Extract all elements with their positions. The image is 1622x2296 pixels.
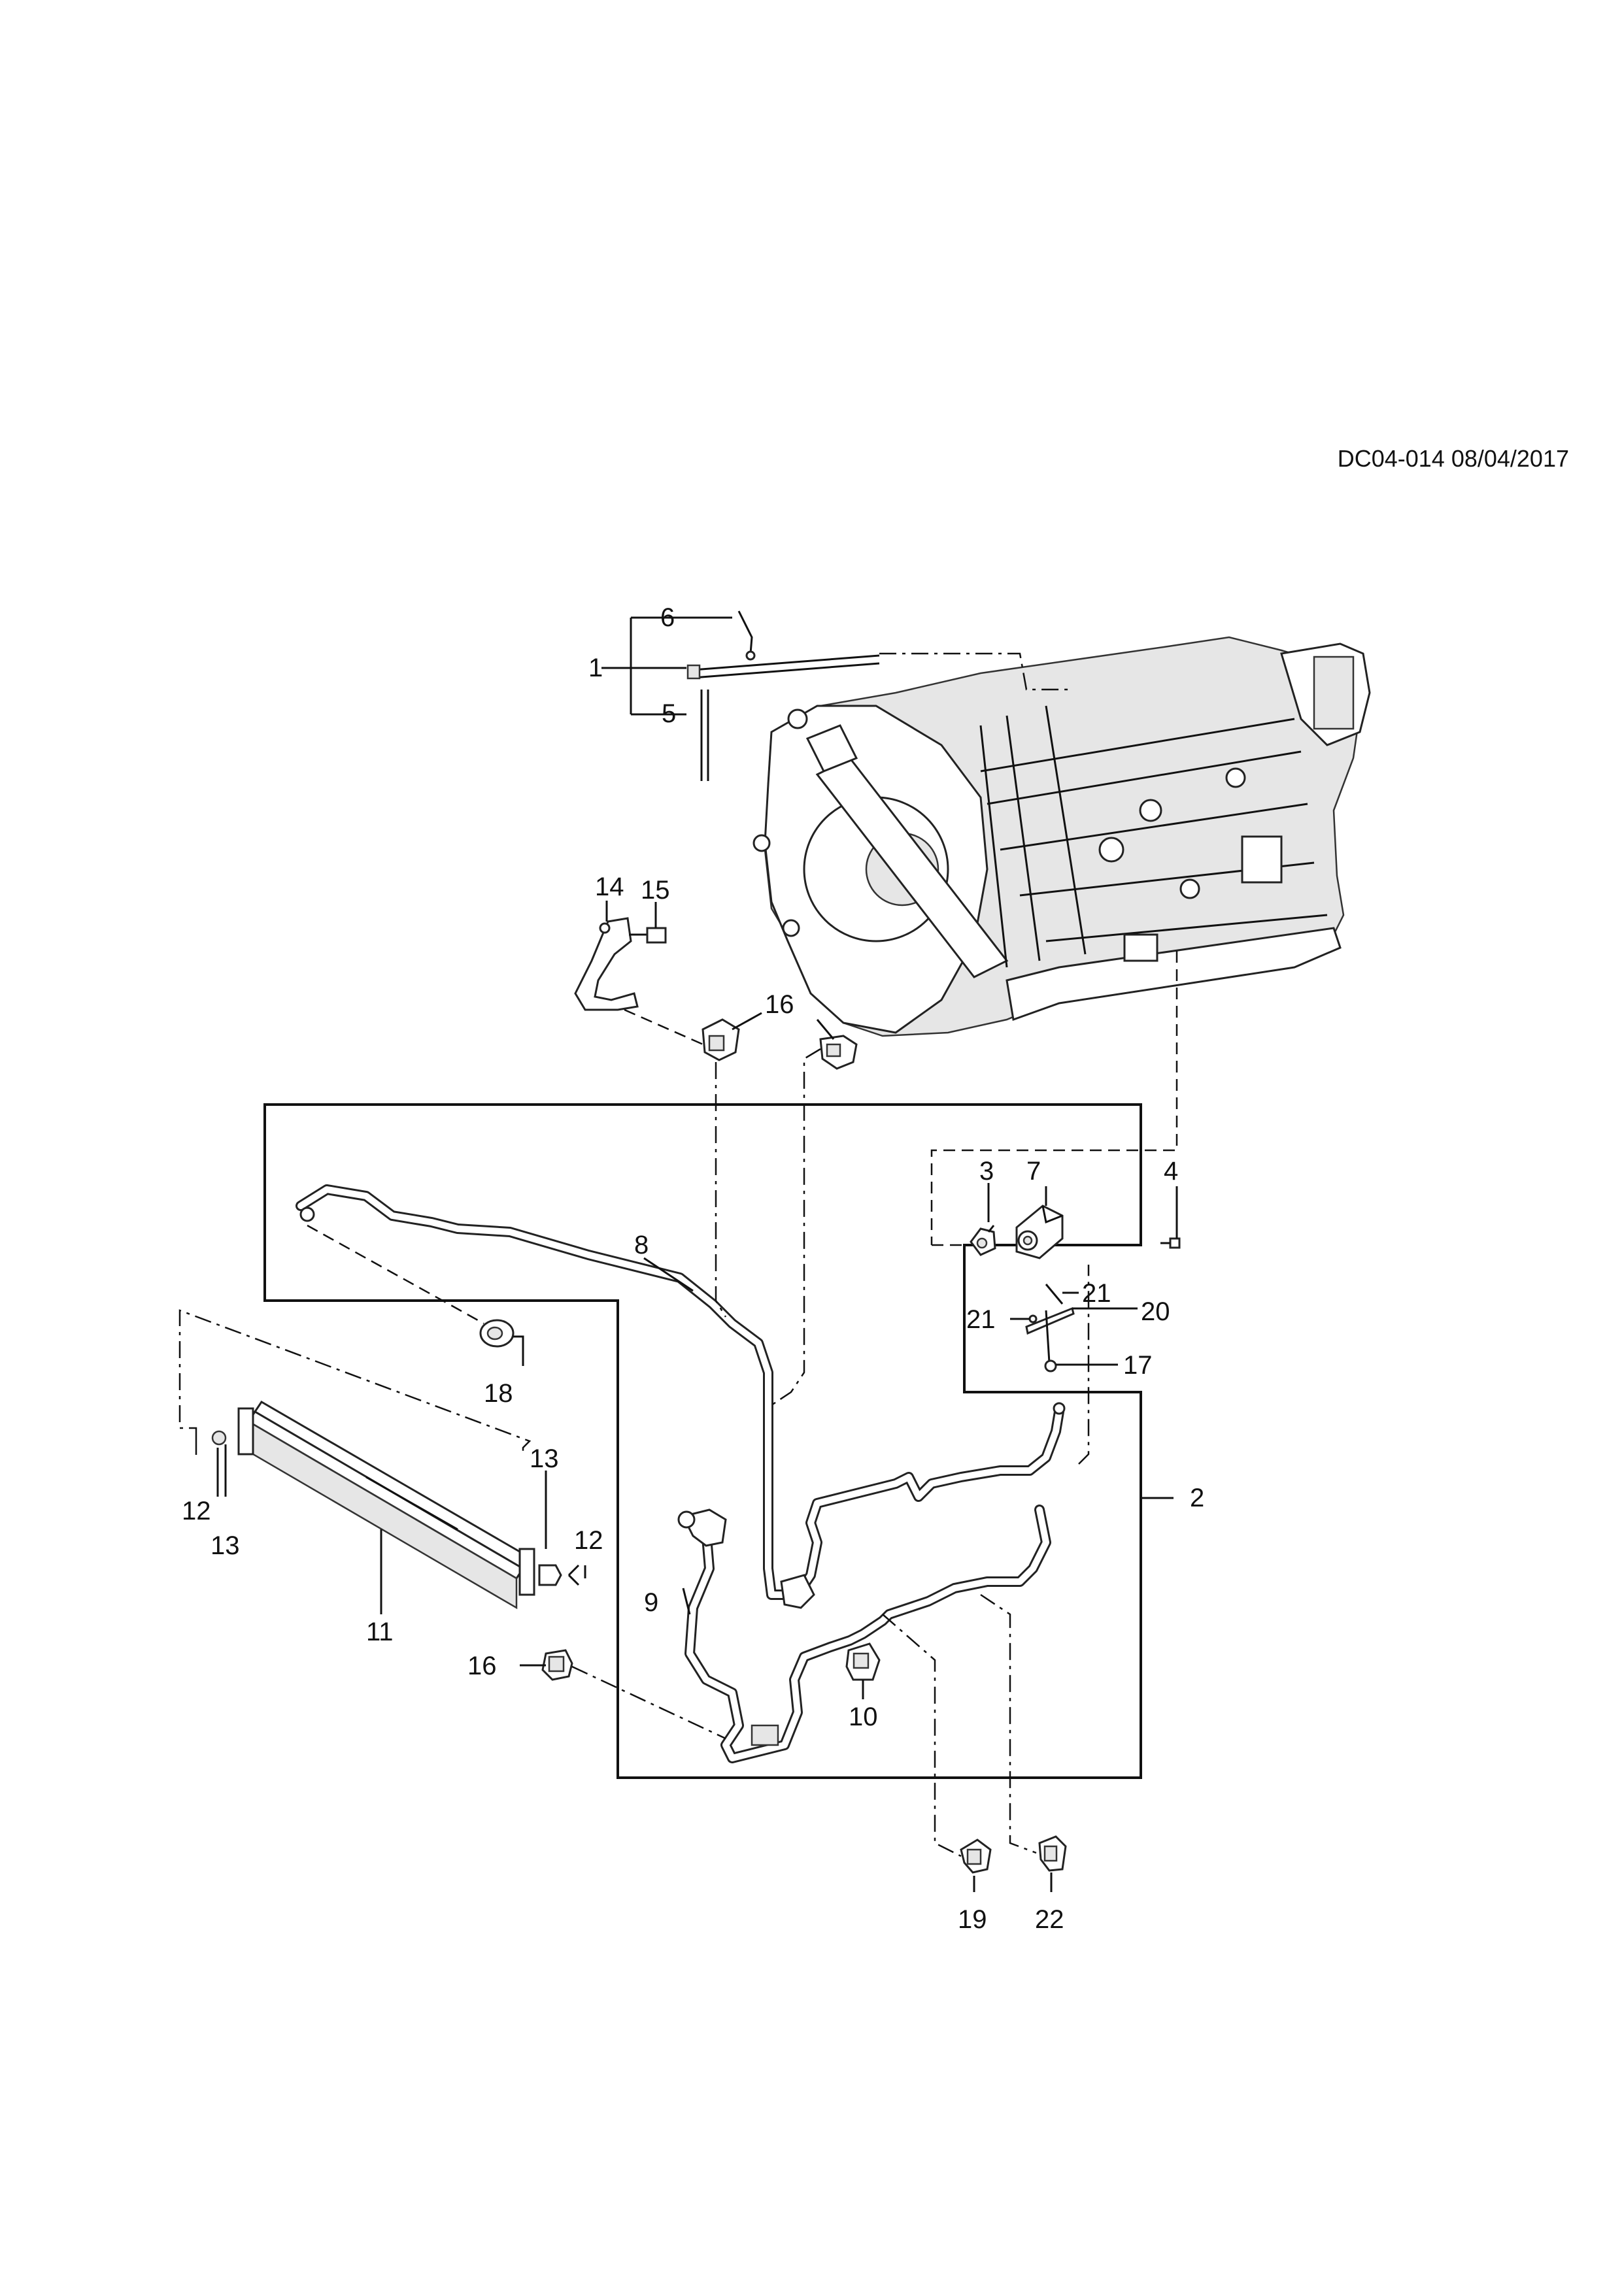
oil-cooler-11 bbox=[178, 1309, 580, 1610]
clip-10 bbox=[845, 1642, 881, 1699]
callout-22: 22 bbox=[1035, 1905, 1064, 1934]
callout-3: 3 bbox=[979, 1157, 994, 1186]
dipstick-group bbox=[601, 610, 1072, 781]
callout-10: 10 bbox=[849, 1703, 878, 1731]
cooler-tube-upper bbox=[780, 1402, 1066, 1609]
clips-16-top bbox=[701, 1012, 858, 1070]
callout-16-top: 16 bbox=[765, 990, 794, 1019]
callout-17: 17 bbox=[1123, 1351, 1153, 1380]
clip-16-lower bbox=[520, 1649, 726, 1740]
callout-2: 2 bbox=[1190, 1484, 1204, 1512]
callout-21-left: 21 bbox=[966, 1305, 996, 1334]
callout-5: 5 bbox=[662, 699, 676, 728]
callout-19: 19 bbox=[958, 1905, 987, 1934]
document-id-date: DC04-014 08/04/2017 bbox=[1337, 445, 1569, 472]
seal-18 bbox=[307, 1224, 524, 1366]
leader-clip16b-to-tube bbox=[771, 1048, 821, 1406]
leader-clip16-to-tube8 bbox=[715, 1062, 727, 1318]
leader-20-to-tube bbox=[1078, 1265, 1090, 1465]
callout-16-lower: 16 bbox=[467, 1652, 497, 1680]
sub-group-3-7-leader bbox=[930, 951, 1178, 1245]
callout-15: 15 bbox=[641, 876, 670, 905]
callout-9: 9 bbox=[644, 1588, 658, 1617]
callout-7: 7 bbox=[1026, 1157, 1041, 1186]
bracket-14-group bbox=[574, 901, 707, 1047]
bracket-group-17-20-21 bbox=[1010, 1284, 1138, 1373]
transmission-assembly bbox=[752, 636, 1371, 1037]
assembly-2-boundary bbox=[263, 1103, 1142, 1779]
callout-leaders bbox=[216, 1183, 1178, 1615]
callout-labels: 1 2 3 4 5 6 7 8 9 10 11 12 12 13 13 14 1… bbox=[182, 603, 1204, 1934]
callout-13-right: 13 bbox=[530, 1444, 559, 1473]
clips-19-22 bbox=[882, 1593, 1067, 1892]
callout-20: 20 bbox=[1141, 1297, 1170, 1326]
fitting-group-3-7-4 bbox=[970, 1205, 1181, 1259]
callout-11: 11 bbox=[366, 1618, 394, 1646]
callout-8: 8 bbox=[634, 1231, 649, 1259]
callout-4: 4 bbox=[1164, 1157, 1178, 1186]
callout-14: 14 bbox=[595, 873, 624, 901]
callout-21-top: 21 bbox=[1082, 1279, 1111, 1308]
callout-13-left: 13 bbox=[211, 1531, 240, 1560]
callout-12-right: 12 bbox=[574, 1526, 603, 1555]
callout-18: 18 bbox=[484, 1379, 513, 1408]
callout-6: 6 bbox=[660, 603, 675, 632]
callout-1: 1 bbox=[588, 654, 603, 682]
cooler-tube-8 bbox=[296, 1184, 803, 1600]
callout-12-left: 12 bbox=[182, 1497, 211, 1525]
cooler-tube-9 bbox=[677, 1505, 1051, 1763]
